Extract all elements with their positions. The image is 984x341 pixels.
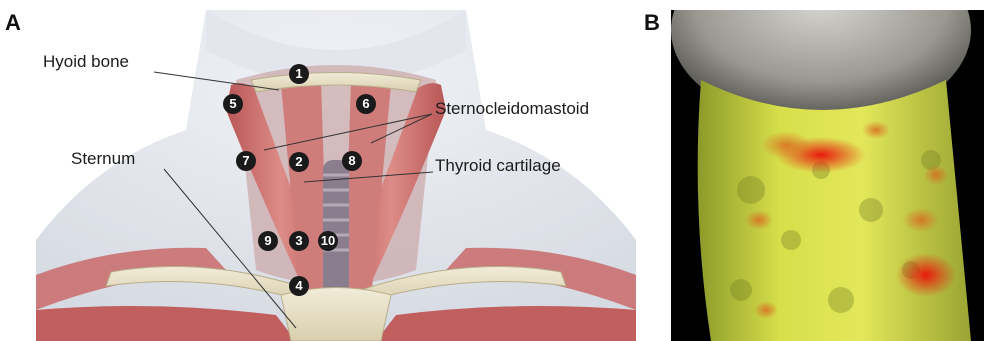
marker-7: 7 [236,151,256,171]
neck-heatmap-image [671,10,984,341]
marker-10: 10 [318,231,338,251]
neck-heatmap-drawing [671,10,984,341]
label-thyroid-cartilage: Thyroid cartilage [435,156,561,176]
neck-anatomy-illustration: Hyoid bone Sternocleidomastoid Sternum T… [36,10,636,341]
marker-3: 3 [289,231,309,251]
marker-5: 5 [223,94,243,114]
panel-a-letter: A [5,10,21,36]
marker-4: 4 [289,276,309,296]
hotspot-lower-right [896,253,956,297]
label-sternum: Sternum [71,149,135,169]
label-sternocleidomastoid: Sternocleidomastoid [435,99,589,119]
marker-2: 2 [289,152,309,172]
label-hyoid-bone: Hyoid bone [43,52,129,72]
marker-1: 1 [289,64,309,84]
marker-6: 6 [356,94,376,114]
marker-8: 8 [342,151,362,171]
panel-b-letter: B [644,10,660,36]
marker-9: 9 [258,231,278,251]
